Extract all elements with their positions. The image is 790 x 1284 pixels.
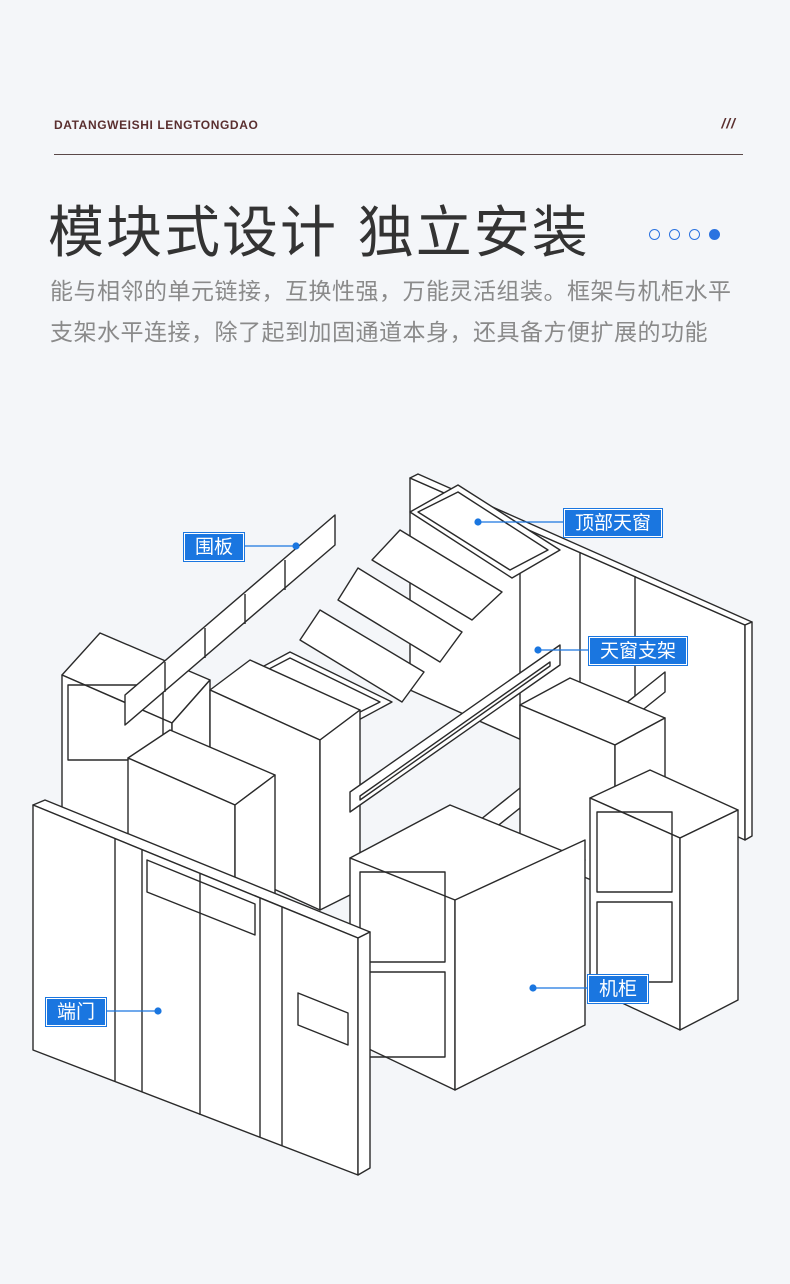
pager-dot-3[interactable] — [689, 229, 700, 240]
panel-wall — [124, 514, 336, 726]
decorative-slashes: /// — [721, 115, 736, 131]
brand-label: DATANGWEISHI LENGTONGDAO — [54, 118, 259, 132]
callout-end-door: 端门 — [46, 998, 107, 1026]
end-door — [32, 799, 371, 1176]
pager-dot-1[interactable] — [649, 229, 660, 240]
page-title: 模块式设计 独立安装 — [48, 201, 590, 266]
pager-dot-4-active[interactable] — [709, 229, 720, 240]
front-right-cabinets — [349, 769, 739, 1091]
pager-dots — [649, 229, 720, 240]
description-text: 能与相邻的单元链接，互换性强，万能灵活组装。框架与机柜水平支架水平连接，除了起到… — [50, 279, 732, 346]
callout-panel: 围板 — [184, 533, 245, 561]
pager-dot-2[interactable] — [669, 229, 680, 240]
callout-cabinet: 机柜 — [588, 975, 649, 1003]
containment-illustration — [32, 473, 753, 1176]
callout-top-skylight: 顶部天窗 — [564, 509, 663, 537]
callout-skylight-bracket: 天窗支架 — [589, 637, 688, 665]
header-divider — [54, 154, 743, 155]
